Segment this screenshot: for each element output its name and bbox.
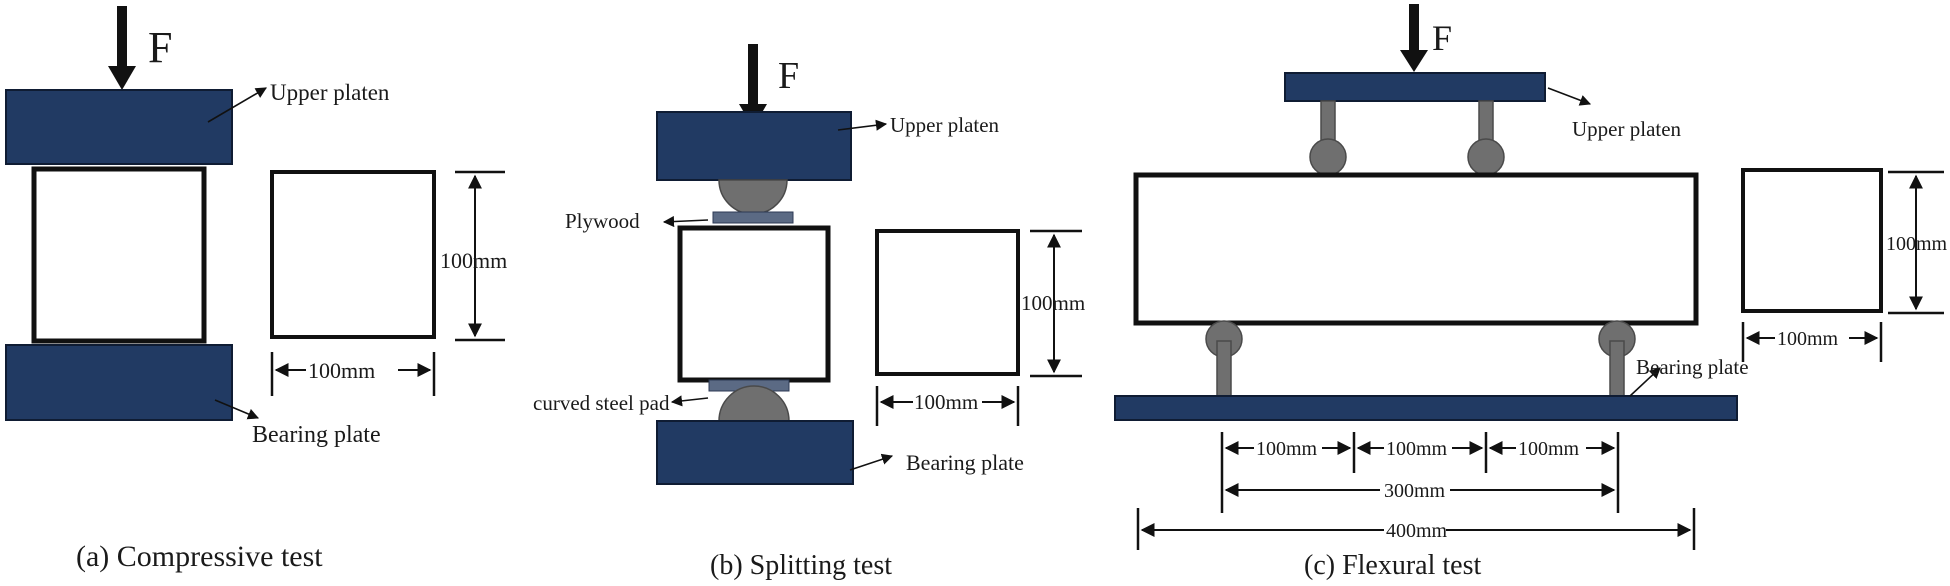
- bearing-plate-label: Bearing plate: [252, 422, 381, 448]
- caption-compressive: (a) Compressive test: [76, 540, 323, 573]
- flexural-test-panel: F Upper platen Bearing plate: [1114, 4, 1948, 581]
- plywood-strip: [712, 211, 794, 224]
- splitting-test-panel: F Upper platen Plywood curved steel pad …: [533, 44, 1085, 581]
- lower-roller: [718, 385, 790, 422]
- bearing-plate-leader: [214, 399, 260, 420]
- upper-platen-label: Upper platen: [1572, 117, 1682, 141]
- load-arrow-head: [108, 66, 136, 90]
- height-dimension: [1888, 170, 1944, 315]
- steel-pad-leader: [670, 395, 709, 407]
- cube-specimen: [677, 225, 831, 383]
- upper-platen: [1284, 72, 1546, 102]
- upper-platen-label: Upper platen: [890, 113, 1000, 137]
- bearing-plate-leader: [849, 453, 894, 471]
- span-2-label: 100mm: [1386, 438, 1448, 460]
- width-dimension-label: 100mm: [1777, 328, 1839, 350]
- steel-pad-label: curved steel pad: [533, 391, 670, 415]
- bearing-plate: [5, 344, 233, 421]
- bearing-plate-label: Bearing plate: [906, 450, 1024, 475]
- compressive-test-panel: F Upper platen Bearing plate 100mm 100mm…: [5, 6, 507, 573]
- beam-specimen: [1133, 172, 1699, 326]
- span-3-label: 100mm: [1518, 438, 1580, 460]
- lower-support-right: [1598, 320, 1636, 397]
- span-1-label: 100mm: [1256, 438, 1318, 460]
- cube-specimen: [31, 166, 207, 344]
- height-dimension-label: 100mm: [1021, 291, 1085, 315]
- span-dimensions: [1220, 432, 1620, 513]
- upper-platen: [656, 111, 852, 181]
- lower-support-left: [1205, 320, 1243, 397]
- load-arrow-shaft: [117, 6, 127, 68]
- force-label: F: [148, 23, 172, 72]
- height-dimension: [1030, 229, 1082, 378]
- width-dimension-label: 100mm: [914, 390, 978, 414]
- width-dimension: [875, 386, 1020, 426]
- bearing-plate-label: Bearing plate: [1636, 355, 1749, 379]
- height-dimension-label: 100mm: [440, 248, 507, 273]
- load-arrow-shaft: [748, 44, 758, 106]
- load-arrow-head: [1400, 50, 1428, 72]
- load-arrow-shaft: [1409, 4, 1419, 52]
- cross-section: [1741, 168, 1883, 313]
- upper-platen: [5, 89, 233, 165]
- upper-platen-label: Upper platen: [270, 80, 390, 105]
- caption-flexural: (c) Flexural test: [1304, 550, 1481, 581]
- height-dimension: [455, 170, 505, 342]
- upper-roller: [718, 179, 788, 215]
- length-dimension: [1136, 508, 1696, 550]
- cross-section: [270, 170, 436, 339]
- length-dimension-label: 400mm: [1386, 520, 1448, 542]
- height-dimension-label: 100mm: [1886, 233, 1948, 255]
- plywood-label: Plywood: [565, 209, 640, 233]
- cross-section: [875, 229, 1020, 376]
- upper-platen-leader: [1547, 87, 1592, 106]
- bearing-plate-leader: [1629, 367, 1661, 397]
- upper-platen-leader: [837, 119, 888, 131]
- upper-loading-roller-left: [1309, 100, 1347, 176]
- upper-platen-leader: [207, 87, 267, 123]
- width-dimension: [1741, 322, 1883, 362]
- bearing-plate: [1114, 395, 1738, 421]
- force-label: F: [778, 55, 799, 97]
- upper-loading-roller-right: [1467, 100, 1505, 176]
- force-label: F: [1432, 18, 1452, 58]
- bearing-plate: [656, 420, 854, 485]
- plywood-leader: [662, 215, 709, 228]
- span-total-label: 300mm: [1384, 480, 1446, 502]
- width-dimension: [270, 352, 436, 396]
- caption-splitting: (b) Splitting test: [710, 550, 892, 581]
- width-dimension-label: 100mm: [308, 358, 375, 383]
